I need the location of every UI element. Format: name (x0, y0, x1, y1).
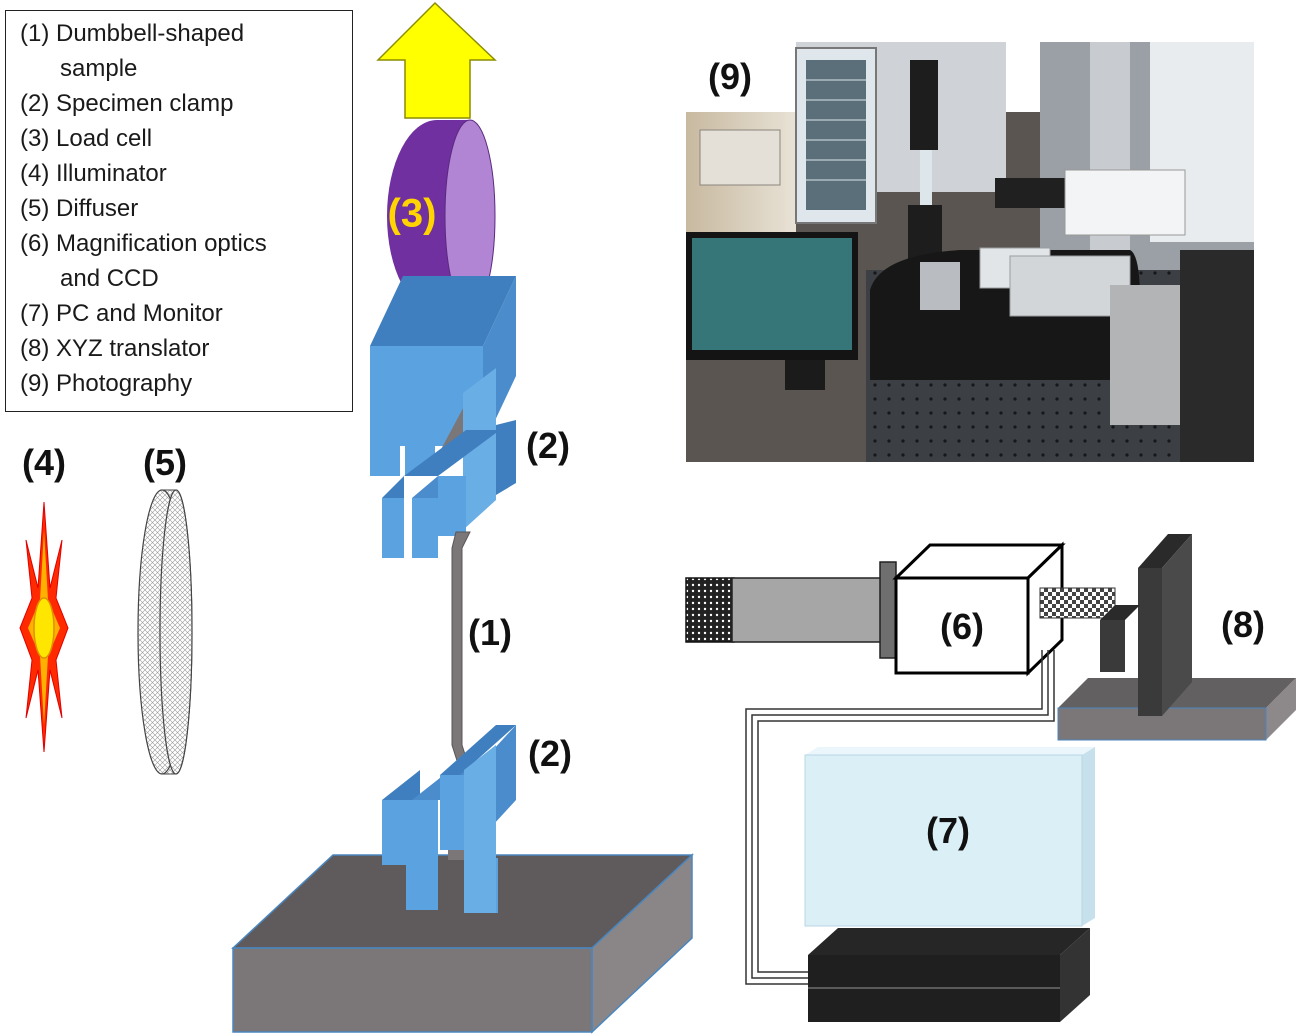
label-translator: (8) (1221, 604, 1265, 645)
pull-arrow (376, 1, 497, 119)
label-photo: (9) (708, 56, 752, 97)
label-diffuser: (5) (143, 442, 187, 483)
load-cell (387, 119, 496, 313)
photograph (686, 42, 1254, 462)
legend-item-1: (1) Dumbbell-shaped (20, 20, 245, 47)
label-load-cell: (3) (387, 191, 437, 236)
legend-item-6: (6) Magnification optics (20, 230, 267, 257)
legend-item-6-cont: and CCD (60, 265, 159, 292)
legend-item-7: (7) PC and Monitor (20, 300, 223, 327)
legend-item-8: (8) XYZ translator (20, 335, 210, 362)
label-clamp-upper: (2) (526, 425, 570, 466)
legend-item-1-cont: sample (60, 55, 138, 82)
lower-clamp (382, 725, 516, 913)
upper-clamp (370, 368, 516, 558)
ccd-camera (685, 541, 1116, 677)
legend-item-2: (2) Specimen clamp (20, 90, 234, 117)
monitor (804, 747, 1095, 927)
legend-item-9: (9) Photography (20, 370, 193, 397)
base-platform (231, 853, 694, 1034)
label-illuminator: (4) (22, 442, 66, 483)
label-sample: (1) (468, 612, 512, 653)
illuminator (19, 501, 69, 753)
legend-item-5: (5) Diffuser (20, 195, 139, 222)
label-ccd: (6) (940, 606, 984, 647)
legend-item-3: (3) Load cell (20, 125, 153, 152)
legend-item-4: (4) Illuminator (20, 160, 167, 187)
label-monitor: (7) (926, 810, 970, 851)
pc-unit (808, 928, 1090, 1022)
diffuser (137, 489, 193, 775)
label-clamp-lower: (2) (528, 733, 572, 774)
legend: (1) Dumbbell-shaped sample (2) Specimen … (5, 10, 353, 412)
camera-cable (745, 650, 1055, 985)
xyz-translator (1057, 534, 1296, 741)
